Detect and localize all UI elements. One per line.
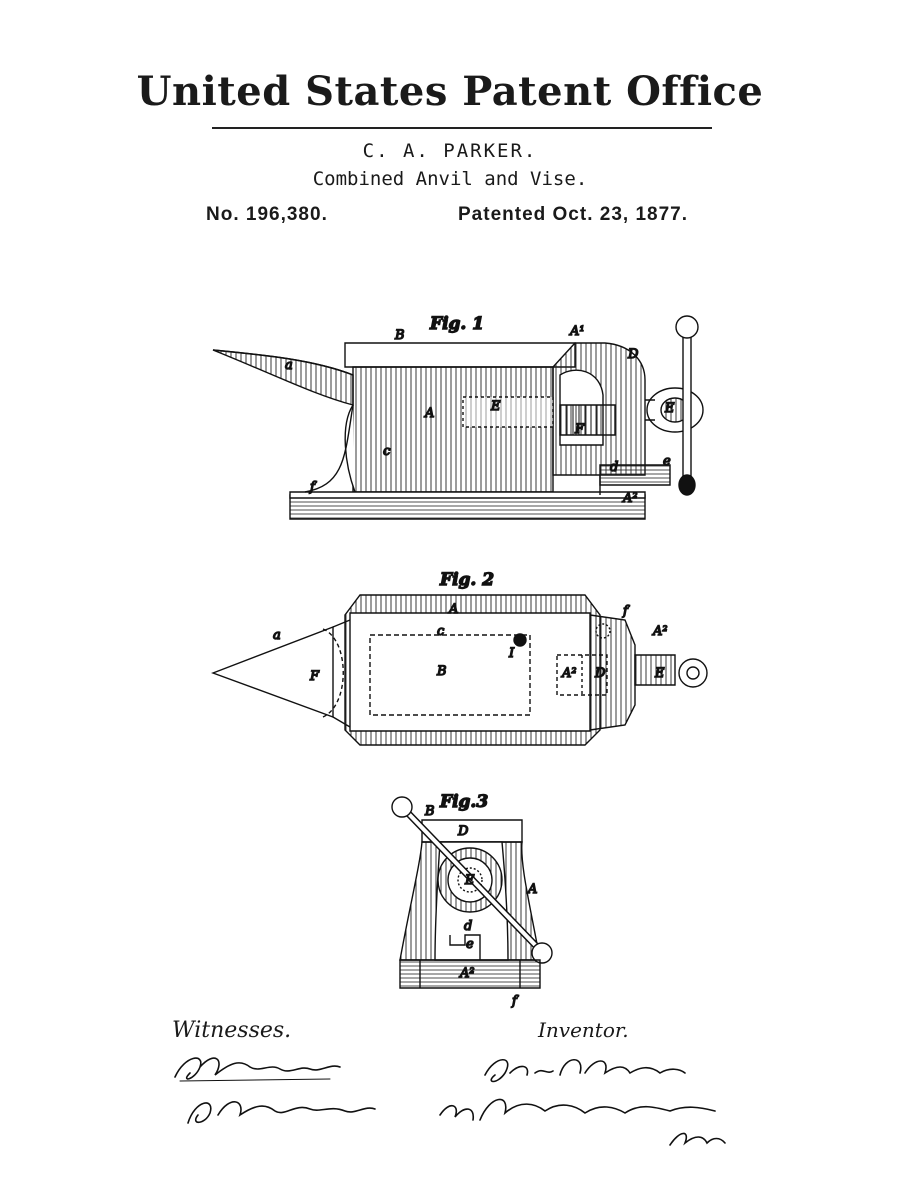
svg-text:B: B	[394, 328, 405, 343]
svg-text:A¹: A¹	[569, 324, 585, 339]
inventor-attorney-signatures	[435, 1045, 735, 1155]
svg-text:a: a	[285, 358, 293, 373]
invention-title: Combined Anvil and Vise.	[312, 168, 588, 190]
svg-text:A²: A²	[622, 491, 638, 506]
figure-3-drawing: Fig.3 B D E A d e A² f	[380, 791, 555, 1010]
svg-text:E: E	[490, 399, 501, 414]
svg-text:B: B	[436, 664, 447, 679]
witnesses-label: Witnesses.	[172, 1018, 292, 1043]
svg-text:D: D	[594, 666, 606, 681]
svg-text:B: B	[424, 804, 435, 819]
svg-text:D: D	[457, 824, 469, 839]
figure-1-drawing: Fig. 1 a B A¹ D A E E F c d e f A²	[205, 313, 725, 525]
svg-text:I: I	[508, 646, 515, 661]
svg-text:A: A	[448, 602, 458, 617]
svg-text:E: E	[464, 873, 475, 888]
svg-text:e: e	[466, 937, 474, 952]
page-title: United States Patent Office	[136, 68, 764, 115]
svg-text:a: a	[273, 628, 281, 643]
witness-signatures	[170, 1045, 390, 1130]
svg-text:F: F	[574, 422, 585, 437]
svg-text:f: f	[622, 604, 630, 619]
svg-text:f: f	[511, 994, 519, 1009]
figure-2-label: Fig. 2	[439, 570, 494, 590]
figure-3-label: Fig.3	[439, 792, 488, 812]
svg-text:e: e	[663, 454, 671, 469]
svg-text:d: d	[610, 460, 618, 475]
svg-text:D: D	[627, 347, 639, 362]
inventor-name: C. A. PARKER.	[362, 140, 538, 162]
svg-text:A²: A²	[561, 666, 577, 681]
title-rule	[212, 127, 712, 129]
svg-text:c: c	[383, 444, 391, 459]
svg-text:F: F	[309, 669, 320, 684]
svg-text:d: d	[464, 919, 472, 934]
svg-text:A²: A²	[459, 966, 475, 981]
svg-text:c: c	[437, 624, 445, 639]
figure-2-drawing: Fig. 2 a A c B I F f A² A² D E	[205, 569, 715, 755]
figure-1-label: Fig. 1	[429, 314, 484, 334]
svg-text:A: A	[424, 406, 434, 421]
svg-text:A²: A²	[652, 624, 668, 639]
svg-text:E: E	[664, 401, 675, 416]
svg-text:E: E	[654, 666, 665, 681]
inventor-label: Inventor.	[538, 1018, 629, 1042]
patent-number: No. 196,380.	[206, 204, 328, 225]
svg-text:A: A	[527, 882, 537, 897]
svg-text:f: f	[309, 480, 317, 495]
patent-date: Patented Oct. 23, 1877.	[458, 204, 688, 225]
